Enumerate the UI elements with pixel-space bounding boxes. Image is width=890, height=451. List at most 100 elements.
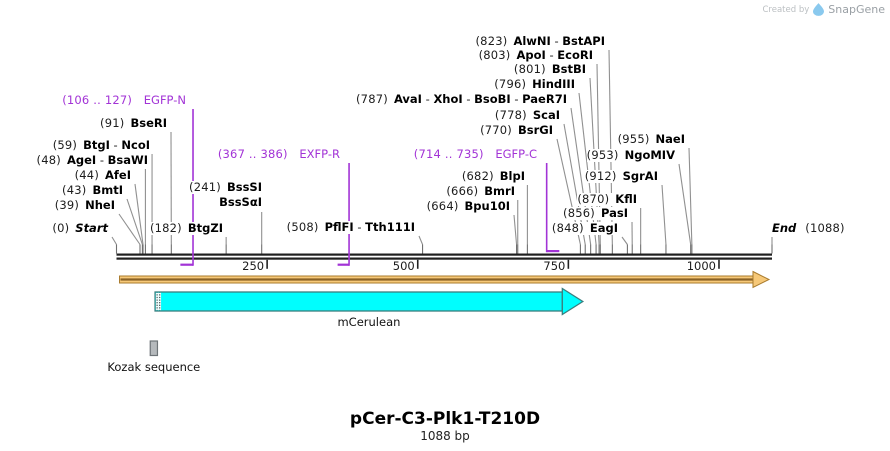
ruler-number: 250 bbox=[242, 259, 265, 273]
enzyme-label[interactable]: (43)BmtI bbox=[62, 184, 123, 197]
label-text: (508) bbox=[286, 220, 319, 234]
enzyme-label[interactable]: (823)AlwNI - BstAPI bbox=[475, 34, 605, 48]
feature-label[interactable]: Kozak sequence bbox=[107, 360, 201, 374]
leader-line bbox=[678, 163, 692, 245]
enzyme-name: KflI bbox=[615, 192, 637, 206]
sequence-endpoint-label[interactable]: (0)Start bbox=[52, 222, 108, 235]
enzyme-name: BlpI bbox=[499, 169, 525, 183]
enzyme-label[interactable]: (912)SgrAI bbox=[584, 169, 658, 183]
enzyme-name: SgrAI bbox=[622, 169, 658, 183]
enzyme-label[interactable]: (182)BtgZI bbox=[149, 221, 223, 235]
label-text: - bbox=[421, 92, 434, 106]
primer-label[interactable]: (106 .. 127) EGFP-N bbox=[62, 94, 186, 107]
label-text: (770) bbox=[480, 123, 512, 137]
label-text: - bbox=[96, 153, 108, 167]
enzyme-label[interactable]: (241) BssSI bbox=[189, 181, 262, 194]
leader-line bbox=[134, 183, 144, 245]
feature-arrowhead[interactable] bbox=[561, 287, 585, 316]
created-by-text: Created by bbox=[762, 4, 810, 15]
ruler-number: 500 bbox=[392, 259, 415, 273]
enzyme-name: BssSαI bbox=[219, 195, 262, 209]
enzyme-name: AfeI bbox=[105, 168, 131, 182]
sequence-line-bottom bbox=[116, 257, 772, 260]
leader-line bbox=[418, 235, 424, 245]
enzyme-label[interactable]: (778)ScaI bbox=[494, 109, 560, 122]
label-text: EGFP-C bbox=[495, 147, 537, 161]
enzyme-name: Tth111I bbox=[365, 220, 415, 234]
title-block: pCer-C3-Plk1-T210D 1088 bp bbox=[0, 409, 890, 444]
label-text: - bbox=[353, 220, 366, 234]
enzyme-name: AvaI bbox=[393, 92, 422, 106]
enzyme-label[interactable]: (39)NheI bbox=[54, 199, 115, 212]
ruler-number: 1000 bbox=[686, 259, 716, 273]
enzyme-label[interactable]: (91)BseRI bbox=[100, 117, 167, 130]
enzyme-name: BtgI bbox=[83, 138, 110, 152]
primer-label[interactable]: (367 .. 386) EXFP-R bbox=[217, 147, 340, 161]
label-text: - bbox=[550, 34, 563, 48]
enzyme-label[interactable]: (803)ApoI - EcoRI bbox=[478, 48, 593, 62]
orange-arrowhead[interactable] bbox=[752, 270, 771, 289]
enzyme-label[interactable]: (59)BtgI - NcoI bbox=[52, 138, 150, 152]
enzyme-label[interactable]: (682)BlpI bbox=[461, 169, 525, 183]
label-text: (848) bbox=[551, 221, 584, 235]
feature-partial-hatch bbox=[155, 292, 162, 311]
leader-line bbox=[111, 236, 117, 245]
label-text: EXFP-R bbox=[299, 147, 340, 161]
enzyme-name: BssSI bbox=[226, 180, 262, 194]
leader-line bbox=[570, 107, 592, 245]
enzyme-label[interactable]: (787)AvaI - XhoI - BsoBI - PaeR7I bbox=[356, 93, 567, 106]
enzyme-name: NcoI bbox=[121, 138, 150, 152]
label-text: (44) bbox=[74, 168, 100, 182]
label-text: (870) bbox=[577, 192, 610, 206]
enzyme-label[interactable]: (870) KflI bbox=[577, 193, 637, 206]
primer-bar[interactable] bbox=[180, 263, 194, 266]
enzyme-name: AgeI bbox=[66, 153, 97, 167]
enzyme-label[interactable]: (856)PasI bbox=[563, 207, 628, 220]
enzyme-label[interactable]: BssSαI bbox=[219, 196, 262, 209]
enzyme-name: AlwNI bbox=[513, 34, 551, 48]
leader-line bbox=[118, 213, 141, 245]
enzyme-label[interactable]: (770)BsrGI bbox=[480, 124, 553, 137]
label-text: EGFP-N bbox=[143, 93, 186, 107]
enzyme-name: BstBI bbox=[551, 62, 586, 76]
enzyme-name: PflFI bbox=[324, 220, 354, 234]
primer-bar[interactable] bbox=[337, 263, 350, 266]
label-text: - bbox=[109, 138, 122, 152]
label-text: - bbox=[545, 48, 558, 62]
kozak-box[interactable] bbox=[149, 340, 159, 357]
enzyme-label[interactable]: (508) PflFI - Tth111I bbox=[286, 220, 415, 234]
label-text: (953) bbox=[586, 148, 619, 162]
enzyme-name: NgoMIV bbox=[624, 148, 675, 162]
enzyme-name: PaeR7I bbox=[522, 92, 567, 106]
feature-label[interactable]: mCerulean bbox=[337, 315, 401, 329]
enzyme-label[interactable]: (796)HindIII bbox=[494, 78, 575, 91]
leader-line bbox=[661, 184, 667, 245]
enzyme-name: BsoBI bbox=[474, 92, 511, 106]
primer-bar[interactable] bbox=[546, 250, 560, 253]
label-text: (106 .. 127) bbox=[62, 93, 133, 107]
enzyme-label[interactable]: (664) Bpu10I bbox=[426, 199, 510, 213]
primer-label[interactable]: (714 .. 735) EGFP-C bbox=[413, 147, 537, 161]
enzyme-label[interactable]: (848) EagI bbox=[551, 221, 618, 235]
watermark: Created by SnapGene bbox=[763, 3, 886, 16]
label-text: (664) bbox=[426, 199, 459, 213]
label-text: (823) bbox=[475, 34, 508, 48]
enzyme-label[interactable]: (44) AfeI bbox=[74, 168, 131, 182]
enzyme-label[interactable]: (666)BmrI bbox=[446, 185, 515, 198]
label-text: (241) bbox=[189, 180, 221, 194]
ruler-number: 750 bbox=[543, 259, 566, 273]
enzyme-name: PasI bbox=[600, 206, 628, 220]
enzyme-label[interactable]: (801)BstBI bbox=[513, 62, 586, 76]
enzyme-name: BtgZI bbox=[187, 221, 223, 235]
enzyme-label[interactable]: (953) NgoMIV bbox=[586, 148, 675, 162]
sequence-line-top bbox=[116, 253, 772, 256]
enzyme-label[interactable]: (48)AgeI - BsaWI bbox=[36, 153, 148, 167]
label-text: (803) bbox=[478, 48, 511, 62]
enzyme-label[interactable]: (955)NaeI bbox=[617, 133, 685, 146]
sequence-endpoint-label[interactable]: End(1088) bbox=[772, 222, 845, 235]
label-text: End bbox=[772, 221, 797, 235]
enzyme-name: Bpu10I bbox=[464, 199, 510, 213]
enzyme-name: EagI bbox=[589, 221, 618, 235]
